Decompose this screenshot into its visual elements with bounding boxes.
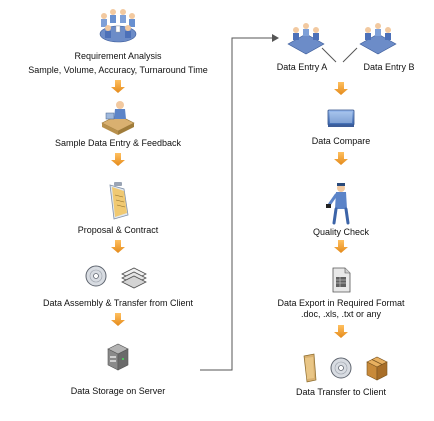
step-data-transfer-label: Data Transfer to Client: [295, 387, 387, 397]
flow-arrow-8: [334, 325, 348, 338]
flow-arrow-7: [334, 240, 348, 253]
compare-window-icon: [327, 109, 355, 127]
entry-b-connector: [342, 47, 358, 63]
inspector-icon: [326, 183, 350, 225]
flow-arrow-6: [334, 152, 348, 165]
flow-arrow-5: [334, 82, 348, 95]
step-requirement-analysis-label: Requirement Analysis: [74, 51, 162, 61]
disc-and-papers-icon: [85, 265, 147, 289]
step-data-compare-label: Data Compare: [311, 136, 371, 146]
step-data-storage-label: Data Storage on Server: [70, 386, 166, 396]
step-quality-check-label: Quality Check: [312, 227, 370, 237]
server-box-icon: [107, 343, 129, 371]
contract-document-icon: [109, 182, 129, 220]
step-sample-data-entry-label: Sample Data Entry & Feedback: [54, 138, 182, 148]
meeting-group-icon: [99, 9, 137, 43]
flow-arrow-3: [111, 240, 125, 253]
operator-at-desk-icon: [101, 101, 135, 135]
export-file-icon: [332, 267, 351, 293]
step-data-entry-b-label: Data Entry B: [363, 62, 415, 72]
data-entry-team-b-icon: [359, 23, 397, 55]
folder-disc-package-icon: [303, 353, 388, 383]
data-entry-team-a-icon: [287, 23, 325, 55]
entry-a-connector: [321, 47, 337, 63]
step-data-assembly-label: Data Assembly & Transfer from Client: [42, 298, 194, 308]
flow-arrow-2: [111, 153, 125, 166]
step-requirement-analysis-sublabel: Sample, Volume, Accuracy, Turnaround Tim…: [28, 65, 208, 75]
flow-arrow-4: [111, 313, 125, 326]
step-data-export-label: Data Export in Required Format: [277, 298, 405, 308]
step-data-entry-a-label: Data Entry A: [276, 62, 328, 72]
connector-arrowhead: [272, 34, 279, 42]
step-data-export-sublabel: .doc, .xls, .txt or any: [300, 309, 382, 319]
step-proposal-contract-label: Proposal & Contract: [77, 225, 159, 235]
connector-line: [200, 37, 272, 371]
flow-arrow-1: [111, 80, 125, 93]
